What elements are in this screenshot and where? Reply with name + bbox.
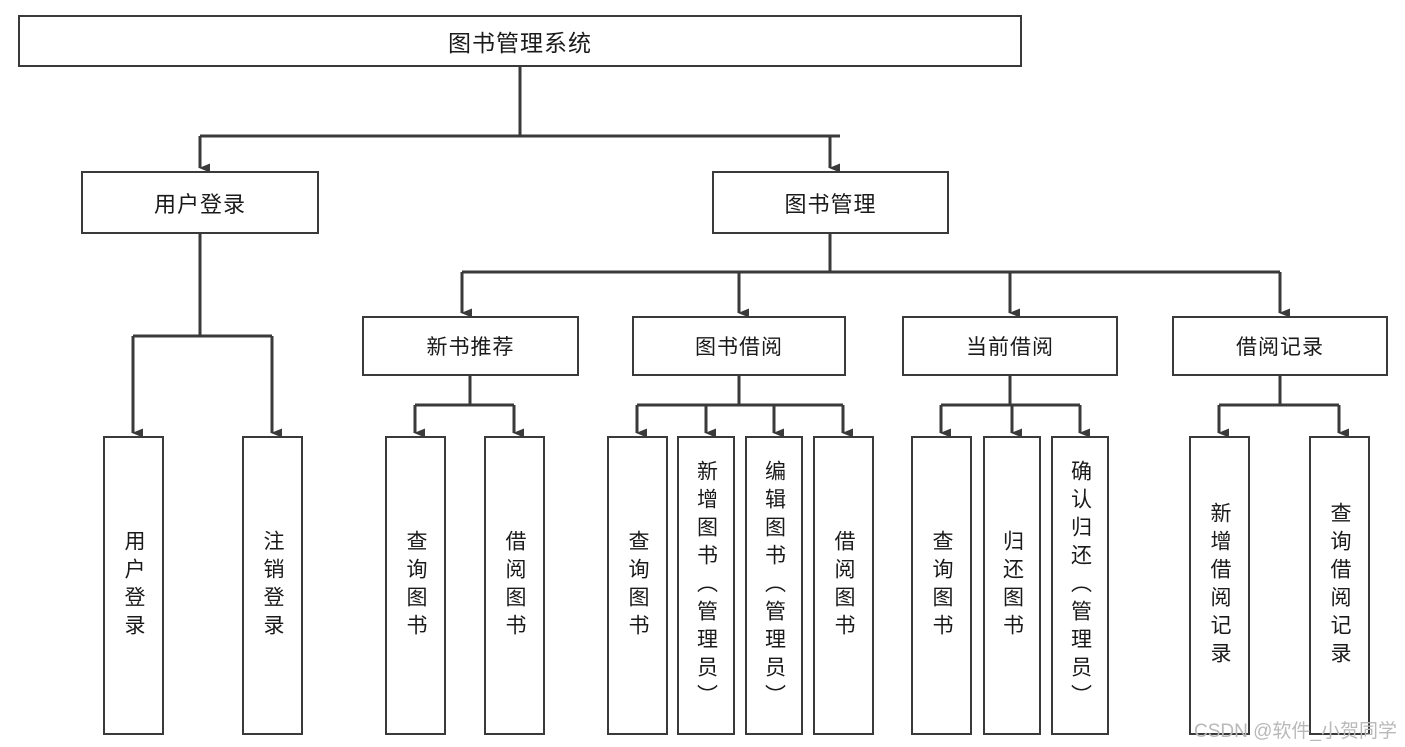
node-book-management-label: 图书管理	[784, 191, 877, 217]
leaf-user-login[interactable]: 用户登录	[103, 436, 164, 735]
leaf-query-books-borrow[interactable]: 查询图书	[607, 436, 668, 735]
leaf-label: 查询图书	[626, 529, 649, 642]
leaf-add-book-admin[interactable]: 新增图书（管理员）	[677, 436, 735, 735]
node-current-borrow-label: 当前借阅	[966, 336, 1054, 359]
node-borrow-record[interactable]: 借阅记录	[1172, 316, 1388, 376]
node-borrow-record-label: 借阅记录	[1236, 336, 1324, 359]
leaf-label: 用户登录	[122, 529, 145, 642]
leaf-query-books-new[interactable]: 查询图书	[385, 436, 446, 735]
node-root-label: 图书管理系统	[448, 30, 592, 56]
leaf-label: 借阅图书	[832, 529, 855, 642]
leaf-label: 编辑图书（管理员）	[762, 459, 786, 712]
leaf-query-borrow-record[interactable]: 查询借阅记录	[1309, 436, 1370, 735]
leaf-label: 新增借阅记录	[1208, 501, 1231, 670]
leaf-add-borrow-record[interactable]: 新增借阅记录	[1189, 436, 1250, 735]
leaf-edit-book-admin[interactable]: 编辑图书（管理员）	[745, 436, 803, 735]
leaf-label: 查询借阅记录	[1328, 501, 1351, 670]
leaf-label: 确认归还（管理员）	[1068, 459, 1092, 712]
leaf-confirm-return-admin[interactable]: 确认归还（管理员）	[1051, 436, 1109, 735]
node-new-book-recommend[interactable]: 新书推荐	[362, 316, 579, 376]
node-root[interactable]: 图书管理系统	[18, 15, 1022, 67]
leaf-label: 查询图书	[404, 529, 427, 642]
leaf-label: 查询图书	[930, 529, 953, 642]
leaf-label: 注销登录	[261, 529, 284, 642]
leaf-label: 归还图书	[1000, 529, 1024, 642]
leaf-borrow-book[interactable]: 借阅图书	[813, 436, 874, 735]
node-new-book-recommend-label: 新书推荐	[426, 336, 515, 359]
node-user-login[interactable]: 用户登录	[81, 171, 319, 234]
node-book-management[interactable]: 图书管理	[712, 171, 949, 234]
leaf-label: 借阅图书	[503, 529, 526, 642]
leaf-return-book[interactable]: 归还图书	[983, 436, 1041, 735]
leaf-label: 新增图书（管理员）	[694, 459, 718, 712]
node-user-login-label: 用户登录	[153, 191, 246, 217]
leaf-borrow-books-new[interactable]: 借阅图书	[484, 436, 545, 735]
leaf-query-books-current[interactable]: 查询图书	[911, 436, 972, 735]
node-book-borrow[interactable]: 图书借阅	[632, 316, 846, 376]
node-book-borrow-label: 图书借阅	[695, 336, 783, 359]
leaf-logout[interactable]: 注销登录	[242, 436, 303, 735]
node-current-borrow[interactable]: 当前借阅	[902, 316, 1118, 376]
